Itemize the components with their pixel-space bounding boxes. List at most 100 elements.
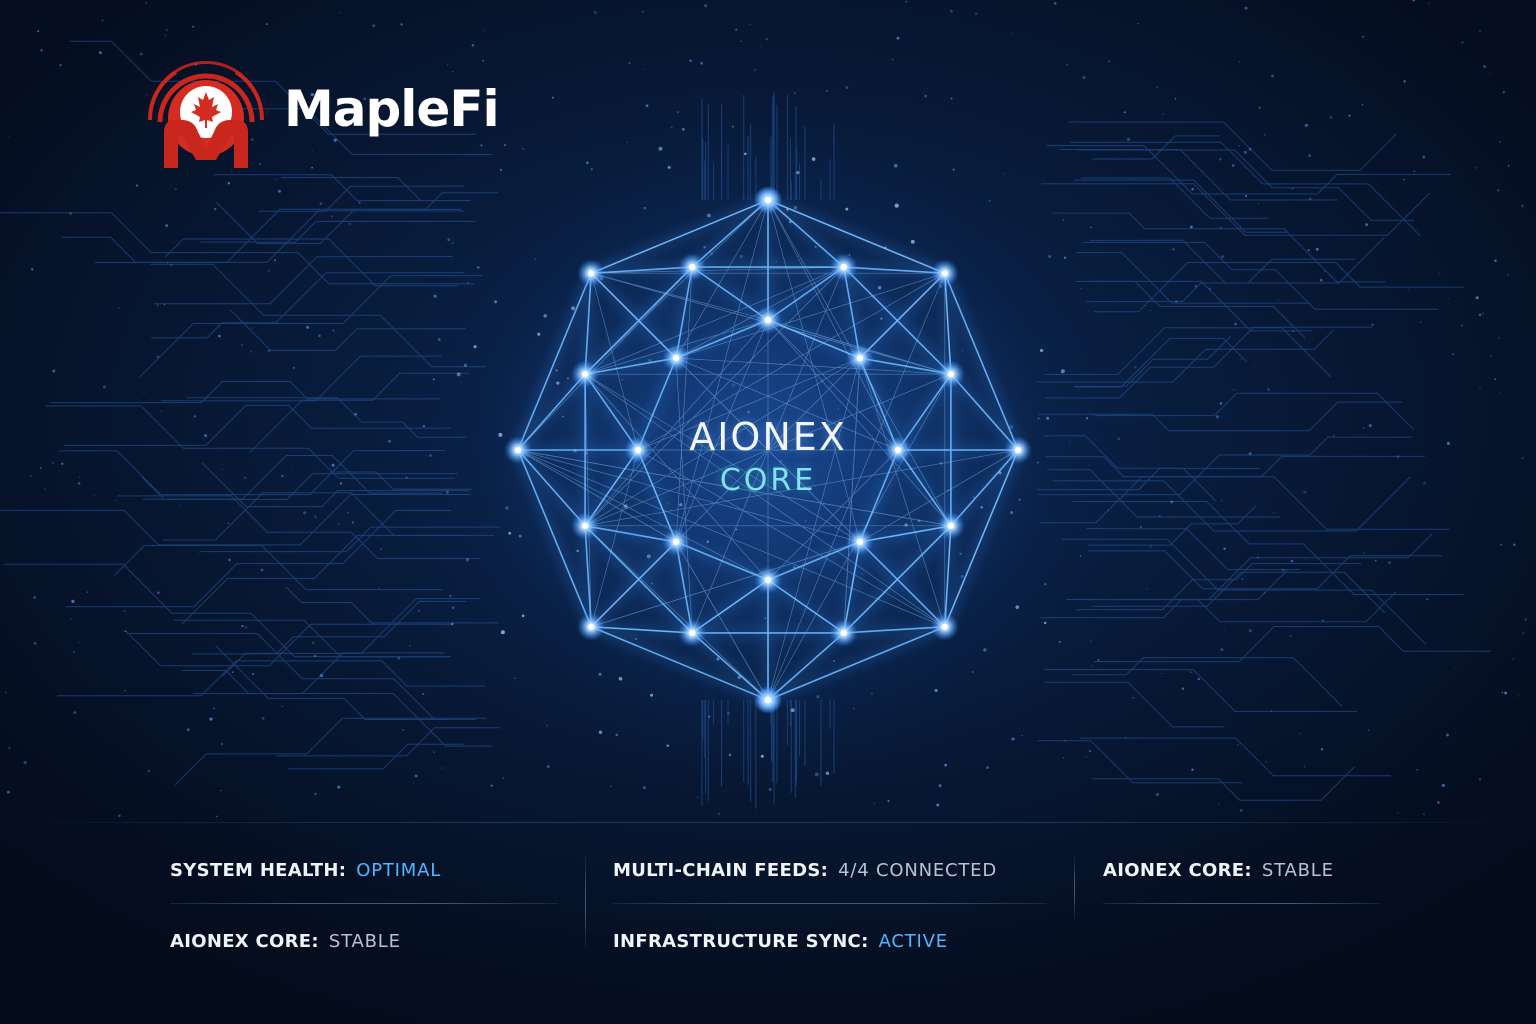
particle xyxy=(466,282,470,285)
particle xyxy=(51,461,55,464)
particle xyxy=(887,799,890,802)
mesh-fine-edge xyxy=(675,358,693,633)
particle xyxy=(1387,561,1391,565)
mesh-fine-edge xyxy=(859,272,946,359)
mesh-edge xyxy=(691,632,769,701)
mesh-fine-edge xyxy=(676,357,951,375)
circuit-trace xyxy=(1045,456,1450,530)
mesh-edge xyxy=(517,449,592,628)
particle xyxy=(1461,41,1464,44)
particle xyxy=(490,784,493,787)
particle xyxy=(480,144,483,147)
particle xyxy=(1517,695,1519,697)
particle xyxy=(145,93,148,96)
mesh-fine-edge xyxy=(843,525,952,634)
particle xyxy=(1308,154,1311,157)
mesh-edge xyxy=(590,199,769,274)
mesh-fine-edge xyxy=(767,199,899,451)
particle xyxy=(1090,640,1092,642)
particle xyxy=(1146,588,1148,590)
circuit-trace xyxy=(193,652,445,695)
particle xyxy=(717,812,721,816)
particle xyxy=(760,45,762,47)
particle xyxy=(372,24,376,27)
status-system-health: SYSTEM HEALTH:OPTIMAL xyxy=(170,860,441,880)
mesh-edge xyxy=(859,525,952,543)
particle xyxy=(414,774,418,778)
mesh-edge xyxy=(591,266,693,274)
mesh-edge xyxy=(950,449,1019,527)
particle xyxy=(1281,568,1285,572)
status-label: MULTI-CHAIN FEEDS: xyxy=(613,860,829,881)
particle xyxy=(1223,630,1225,632)
particle xyxy=(938,784,942,788)
particle xyxy=(1446,441,1450,445)
particle xyxy=(952,168,955,171)
particle xyxy=(69,212,72,215)
particle xyxy=(700,61,703,65)
mesh-fine-edge xyxy=(584,319,769,527)
particle xyxy=(1149,309,1152,312)
particle xyxy=(1091,664,1093,667)
status-label: AIONEX CORE: xyxy=(1103,860,1252,881)
circuit-trace xyxy=(94,192,499,263)
particle xyxy=(1362,35,1365,38)
circuit-trace xyxy=(1074,335,1232,387)
mesh-fine-edge xyxy=(691,579,769,634)
particle xyxy=(165,224,169,228)
mesh-fine-edge xyxy=(675,541,769,701)
mesh-fine-edge xyxy=(590,272,677,359)
particle xyxy=(1524,618,1528,621)
circuit-trace xyxy=(125,623,454,667)
circuit-trace xyxy=(1038,436,1413,496)
circuit-trace xyxy=(215,645,446,721)
particle xyxy=(1256,556,1259,559)
particle xyxy=(1303,765,1306,768)
circuit-trace xyxy=(1080,177,1269,219)
mesh-fine-edge xyxy=(767,319,899,451)
particle xyxy=(52,369,56,373)
particle xyxy=(1231,164,1235,168)
particle xyxy=(1403,79,1407,83)
particle xyxy=(273,259,277,262)
particle xyxy=(1478,313,1482,317)
particle xyxy=(1058,640,1061,643)
mesh-fine-edge xyxy=(584,373,952,527)
circuit-trace xyxy=(1093,626,1491,663)
particle xyxy=(1258,106,1261,109)
particle xyxy=(29,474,32,477)
circuit-trace xyxy=(182,670,493,747)
particle xyxy=(1407,289,1410,291)
particle xyxy=(70,618,73,620)
status-value: STABLE xyxy=(1261,860,1334,881)
particle xyxy=(1108,60,1110,63)
status-value: ACTIVE xyxy=(878,931,948,952)
particle xyxy=(422,424,426,428)
particle xyxy=(1479,29,1481,32)
particle xyxy=(251,672,255,676)
particle xyxy=(1156,86,1158,89)
circuit-trace xyxy=(1038,401,1403,432)
circuit-trace xyxy=(1037,740,1243,784)
circuit-trace xyxy=(1060,148,1338,201)
particle xyxy=(446,64,449,67)
circuit-trace xyxy=(50,381,441,404)
mesh-edge xyxy=(843,266,861,359)
particle xyxy=(1403,178,1405,181)
particle xyxy=(504,144,507,147)
brand-name: MapleFi xyxy=(284,80,500,138)
circuit-trace xyxy=(126,633,476,720)
particle xyxy=(1237,743,1239,746)
particle xyxy=(259,163,261,165)
particle xyxy=(164,34,167,37)
particle xyxy=(1126,137,1131,141)
particle xyxy=(1475,166,1478,169)
mesh-node xyxy=(1014,446,1022,454)
particle xyxy=(412,782,414,784)
circuit-trace xyxy=(1092,571,1386,614)
particle xyxy=(241,625,244,628)
mesh-node xyxy=(588,270,595,277)
particle xyxy=(1497,337,1500,340)
particle xyxy=(1304,123,1308,127)
particle xyxy=(1483,65,1486,68)
